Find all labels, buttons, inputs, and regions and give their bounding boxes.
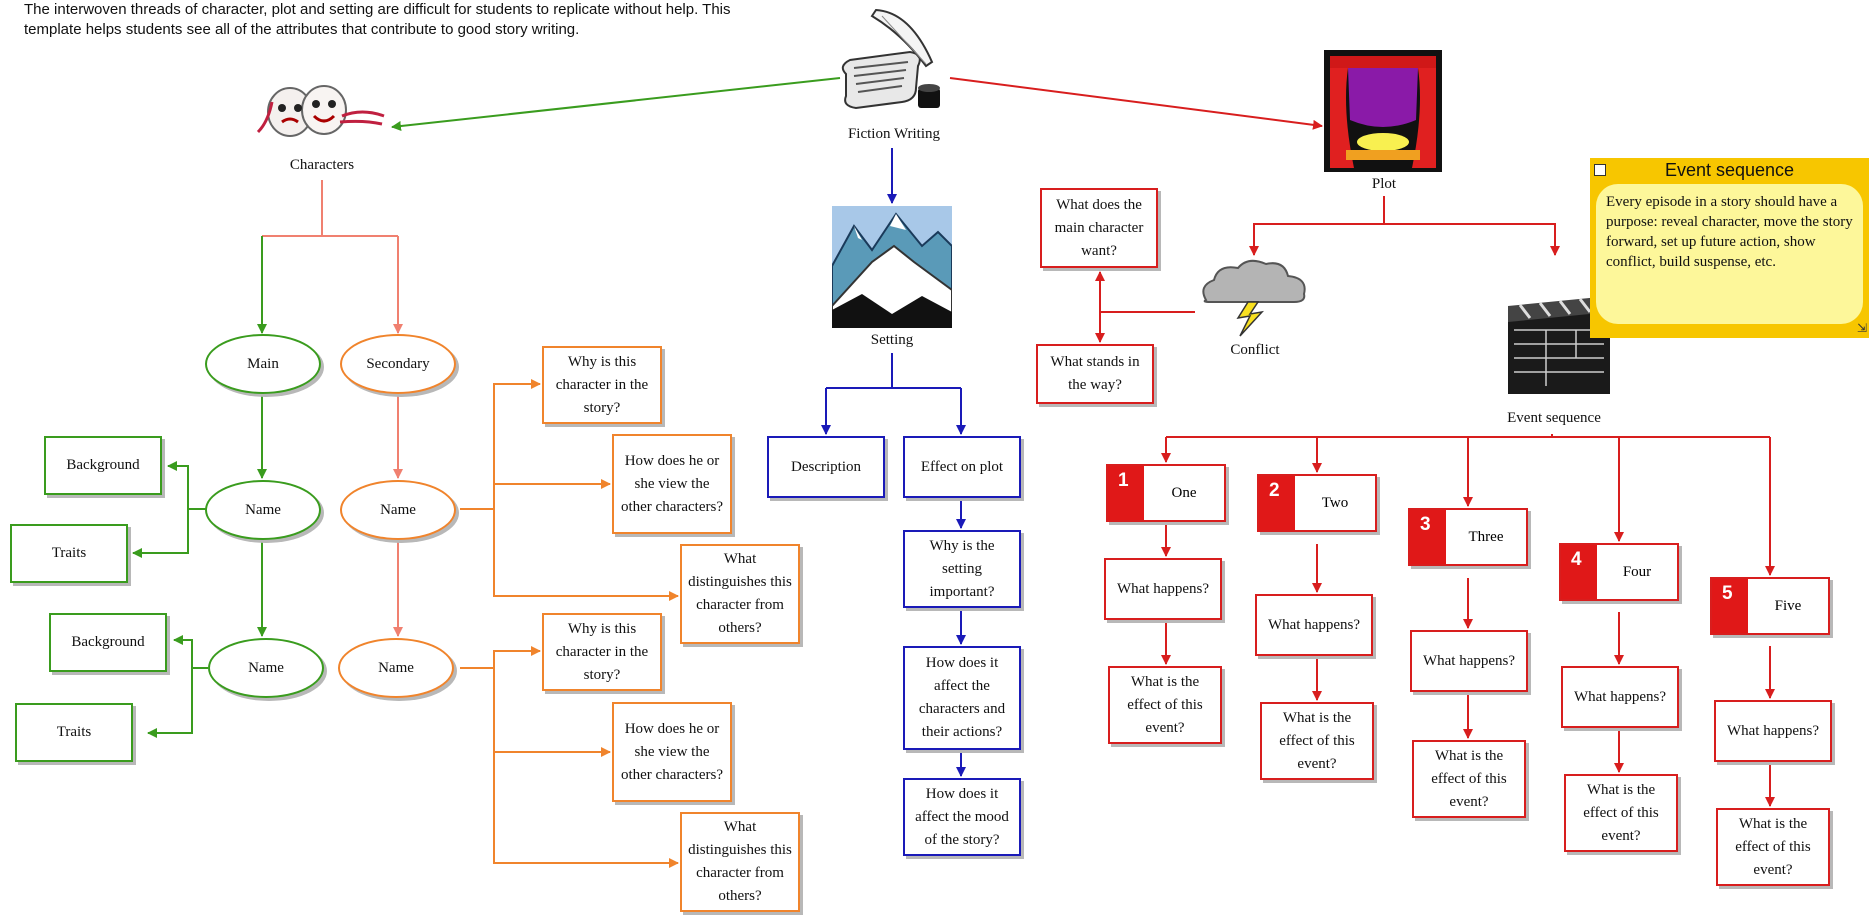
theater-masks-icon: [252, 82, 388, 142]
event-number: 2: [1259, 476, 1295, 530]
secondary-name-node-1[interactable]: Name: [340, 480, 456, 540]
background-box-1[interactable]: Background: [44, 436, 162, 495]
event-five-happens-box[interactable]: What happens?: [1714, 700, 1832, 762]
event-one-happens-box[interactable]: What happens?: [1104, 558, 1222, 620]
plot-label: Plot: [1371, 176, 1397, 192]
affect-mood-box[interactable]: How does it affect the mood of the story…: [903, 778, 1021, 856]
why-character-box-1[interactable]: Why is this character in the story?: [542, 346, 662, 424]
event-number: 4: [1561, 545, 1597, 599]
event-sequence-note[interactable]: Event sequence Every episode in a story …: [1590, 158, 1869, 338]
view-others-box-2[interactable]: How does he or she view the other charac…: [612, 702, 732, 802]
effect-on-plot-box[interactable]: Effect on plot: [903, 436, 1021, 498]
description-box[interactable]: Description: [767, 436, 885, 498]
secondary-character-node[interactable]: Secondary: [340, 334, 456, 394]
event-three-box[interactable]: 3 Three: [1408, 508, 1528, 566]
why-character-box-2[interactable]: Why is this character in the story?: [542, 613, 662, 691]
note-icon[interactable]: [1594, 164, 1606, 176]
view-others-box-1[interactable]: How does he or she view the other charac…: [612, 434, 732, 534]
note-title: Event sequence: [1664, 160, 1795, 180]
event-label: Five: [1774, 597, 1802, 614]
intro-text: The interwoven threads of character, plo…: [24, 1, 731, 38]
event-number: 5: [1712, 579, 1748, 633]
stage-curtain-icon: [1324, 50, 1442, 172]
stands-in-way-box[interactable]: What stands in the way?: [1036, 344, 1154, 404]
event-four-box[interactable]: 4 Four: [1559, 543, 1679, 601]
main-character-node[interactable]: Main: [205, 334, 321, 394]
event-number: 1: [1108, 466, 1144, 520]
event-label: Four: [1622, 563, 1652, 580]
note-body: Every episode in a story should have a p…: [1596, 184, 1863, 324]
event-three-happens-box[interactable]: What happens?: [1410, 630, 1528, 692]
setting-label: Setting: [870, 332, 914, 348]
event-five-box[interactable]: 5 Five: [1710, 577, 1830, 635]
distinguishes-box-2[interactable]: What distinguishes this character from o…: [680, 812, 800, 912]
event-five-effect-box[interactable]: What is the effect of this event?: [1716, 808, 1830, 886]
character-want-box[interactable]: What does the main character want?: [1040, 188, 1158, 268]
quill-scroll-icon: [832, 4, 952, 122]
event-four-effect-box[interactable]: What is the effect of this event?: [1564, 774, 1678, 852]
event-two-box[interactable]: 2 Two: [1257, 474, 1377, 532]
traits-box-1[interactable]: Traits: [10, 524, 128, 583]
event-one-effect-box[interactable]: What is the effect of this event?: [1108, 666, 1222, 744]
setting-important-box[interactable]: Why is the setting important?: [903, 530, 1021, 608]
affect-characters-box[interactable]: How does it affect the characters and th…: [903, 646, 1021, 750]
event-one-box[interactable]: 1 One: [1106, 464, 1226, 522]
main-name-node-1[interactable]: Name: [205, 480, 321, 540]
root-label: Fiction Writing: [847, 126, 941, 142]
conflict-label: Conflict: [1230, 342, 1280, 358]
event-label: One: [1171, 484, 1197, 501]
event-label: Two: [1321, 494, 1349, 511]
event-sequence-label: Event sequence: [1507, 410, 1601, 426]
event-label: Three: [1468, 528, 1504, 545]
event-two-effect-box[interactable]: What is the effect of this event?: [1260, 702, 1374, 780]
event-four-happens-box[interactable]: What happens?: [1561, 666, 1679, 728]
event-two-happens-box[interactable]: What happens?: [1255, 594, 1373, 656]
characters-label: Characters: [289, 157, 355, 173]
resize-handle-icon[interactable]: ⇲: [1856, 321, 1867, 335]
storm-cloud-icon: [1194, 256, 1312, 340]
distinguishes-box-1[interactable]: What distinguishes this character from o…: [680, 544, 800, 644]
mountains-icon: [831, 206, 953, 329]
event-three-effect-box[interactable]: What is the effect of this event?: [1412, 740, 1526, 818]
event-number: 3: [1410, 510, 1446, 564]
secondary-name-node-2[interactable]: Name: [338, 638, 454, 698]
background-box-2[interactable]: Background: [49, 613, 167, 672]
traits-box-2[interactable]: Traits: [15, 703, 133, 762]
main-name-node-2[interactable]: Name: [208, 638, 324, 698]
